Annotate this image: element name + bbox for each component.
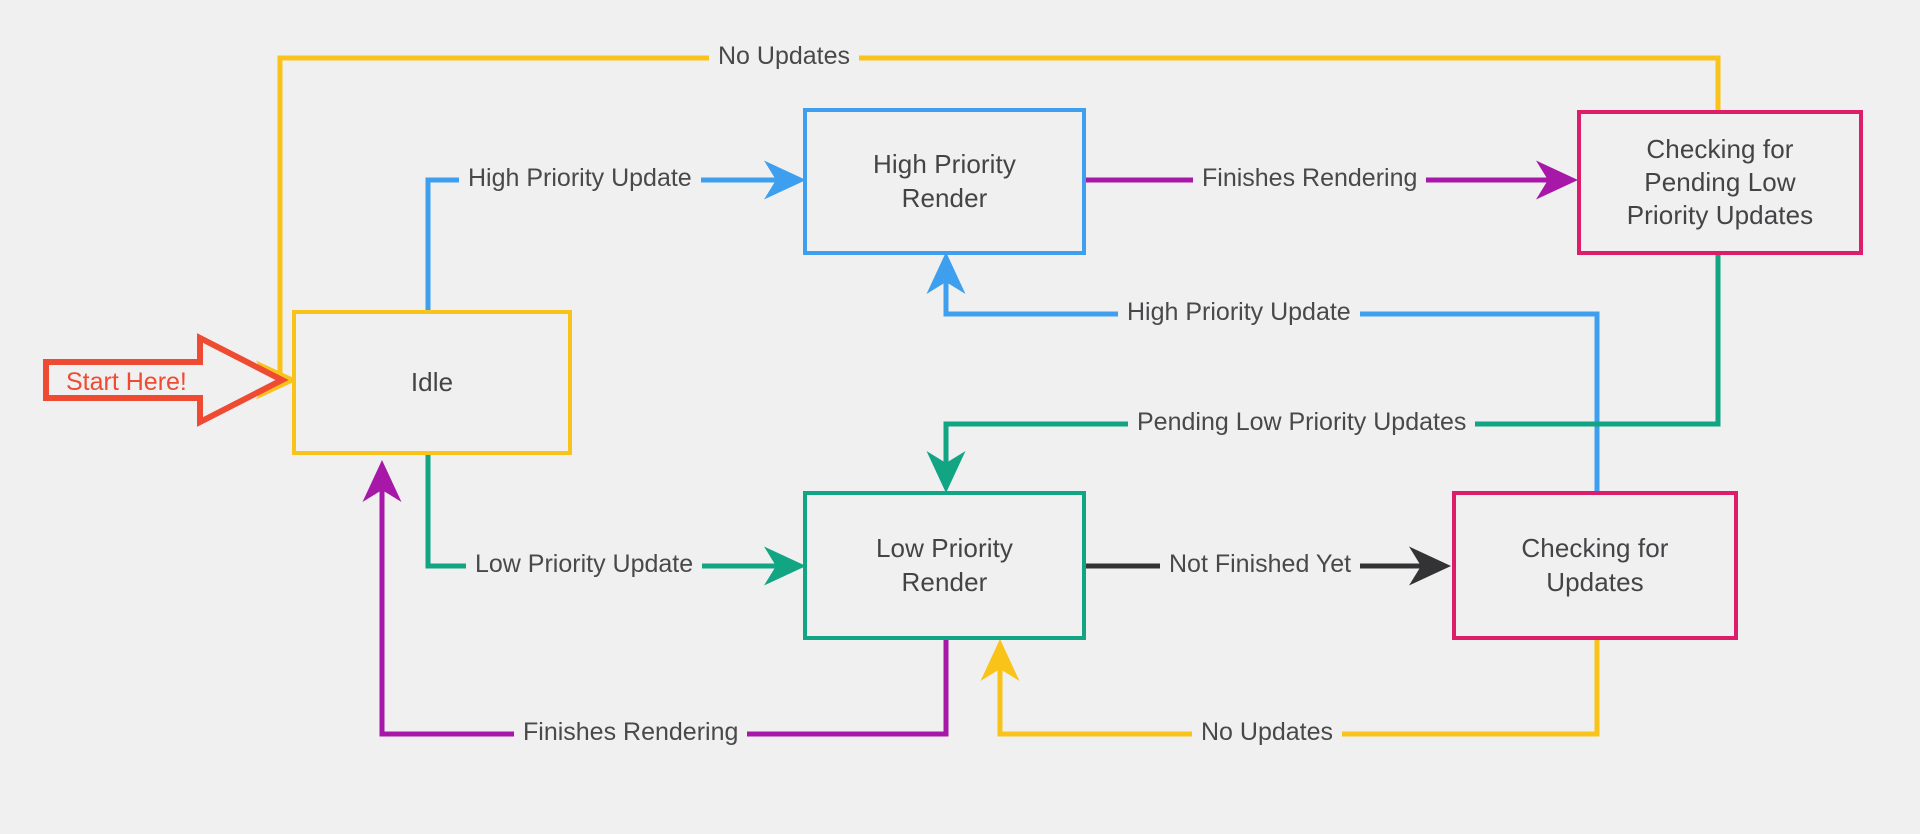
- state-node-idle[interactable]: Idle: [292, 310, 572, 455]
- start-here-label: Start Here!: [66, 368, 187, 396]
- edge-label-no-updates-bottom: No Updates: [1192, 718, 1343, 747]
- state-node-low-priority-render[interactable]: Low Priority Render: [803, 491, 1086, 640]
- state-node-checking-pending-low-priority-updates[interactable]: Checking for Pending Low Priority Update…: [1577, 110, 1863, 255]
- state-node-checking-for-updates-label: Checking for Updates: [1521, 533, 1669, 597]
- state-node-checking-for-updates[interactable]: Checking for Updates: [1452, 491, 1738, 640]
- edge-label-not-finished-yet: Not Finished Yet: [1160, 550, 1361, 579]
- edge-label-high-priority-update-1: High Priority Update: [459, 164, 701, 193]
- edge-high-priority-update-1: [425, 160, 807, 310]
- state-node-high-priority-render-label: High Priority Render: [873, 149, 1016, 213]
- state-node-idle-label: Idle: [410, 366, 454, 397]
- edge-pending-low-priority-updates: [926, 254, 1721, 494]
- edge-label-no-updates-top: No Updates: [709, 42, 860, 71]
- edge-label-finishes-rendering-bottom: Finishes Rendering: [514, 718, 748, 747]
- edge-high-priority-update-2: [926, 251, 1600, 492]
- state-node-checking-pending-low-priority-updates-label: Checking for Pending Low Priority Update…: [1626, 133, 1814, 231]
- state-node-high-priority-render[interactable]: High Priority Render: [803, 108, 1086, 255]
- state-node-low-priority-render-label: Low Priority Render: [875, 533, 1013, 597]
- edge-label-high-priority-update-2: High Priority Update: [1118, 298, 1360, 327]
- edge-label-low-priority-update: Low Priority Update: [466, 550, 703, 579]
- edge-label-pending-low-priority-updates: Pending Low Priority Updates: [1128, 408, 1476, 437]
- edge-label-finishes-rendering-top: Finishes Rendering: [1193, 164, 1427, 193]
